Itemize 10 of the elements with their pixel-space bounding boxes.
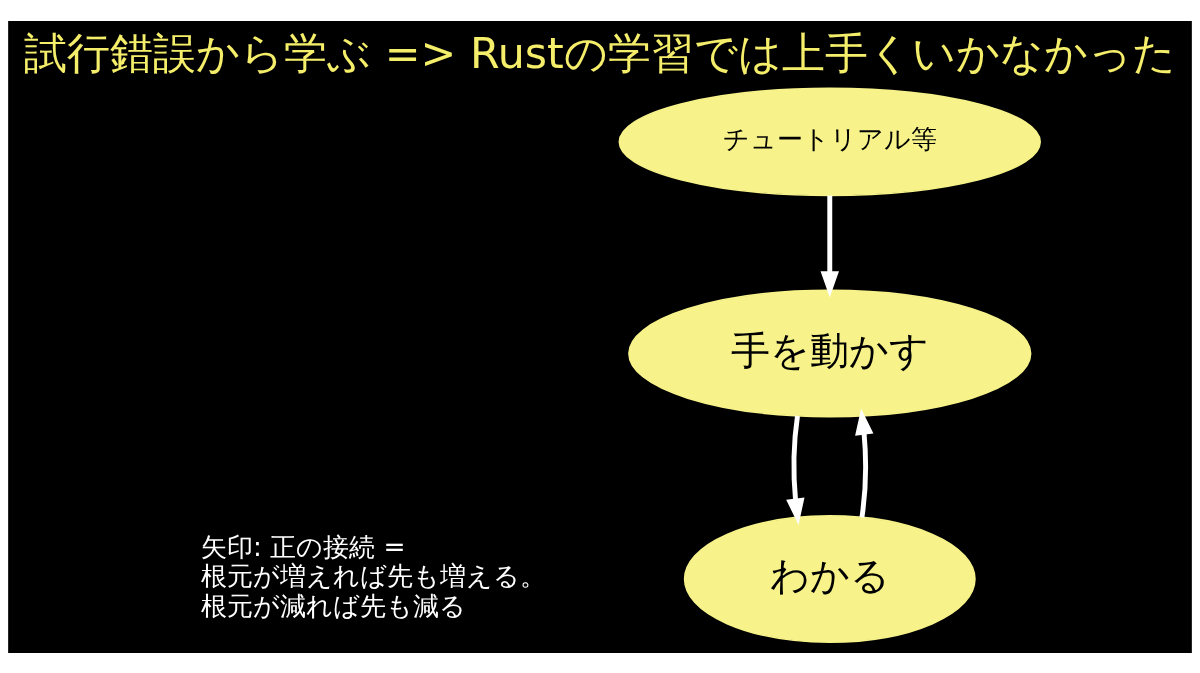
node-ellipse: チュートリアル等: [618, 87, 1041, 196]
node-ellipse: わかる: [683, 514, 976, 643]
arrow: [855, 407, 874, 518]
diagram-title: 試行錯誤から学ぶ => Rustの学習では上手くいかなかった: [24, 27, 1176, 78]
arrow: [786, 415, 805, 525]
label: 矢印: 正の接続 =: [200, 531, 406, 562]
label: 根元が増えれば先も増える。: [200, 560, 546, 591]
label: 根元が減れば先も減る: [200, 590, 466, 621]
node-ellipse: 手を動かす: [628, 289, 1032, 417]
arrow: [820, 195, 839, 298]
